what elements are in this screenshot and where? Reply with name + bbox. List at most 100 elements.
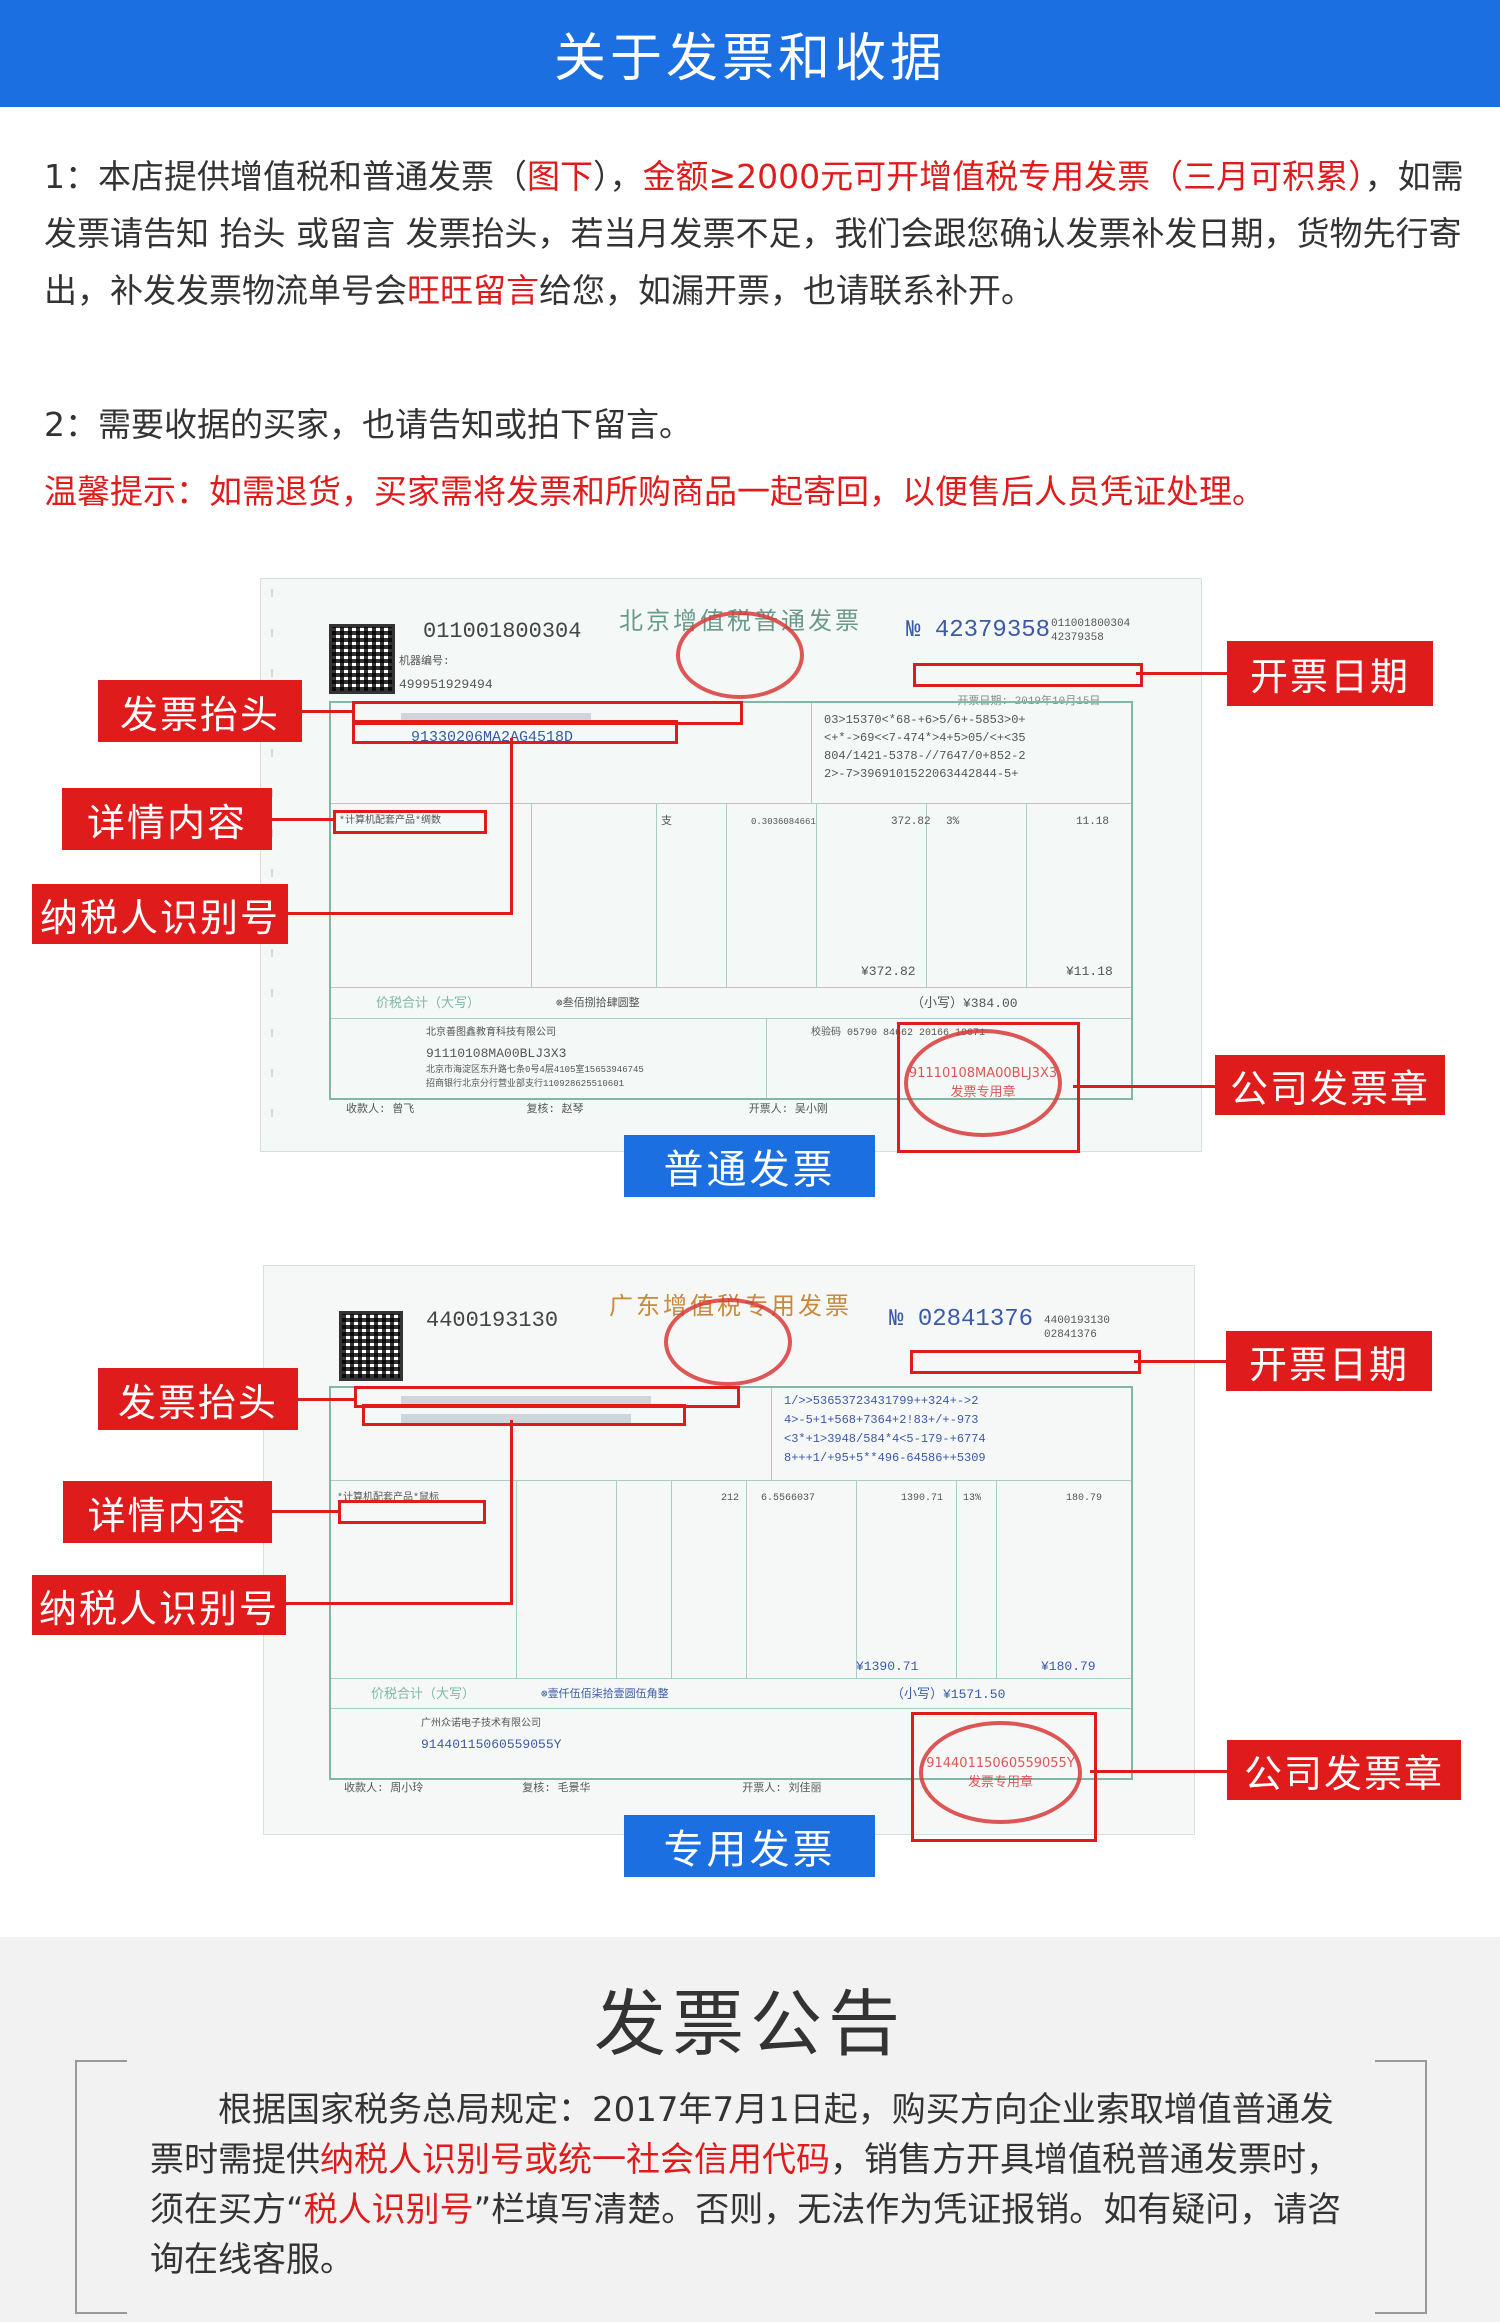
number-value: 02841376 xyxy=(917,1306,1034,1333)
number-small: 42379358 xyxy=(1051,632,1104,644)
seller-bank: 招商银行北京分行营业部支行110928625510601 xyxy=(426,1079,625,1089)
callout-details: 详情内容 xyxy=(63,1481,272,1543)
connector-line xyxy=(302,710,354,713)
intro-paragraph-1: 1：本店提供增值税和普通发票（图下），金额≥2000元可开增值税专用发票（三月可… xyxy=(44,148,1464,319)
notice-text: 根据国家税务总局规定：2017年7月1日起，购买方向企业索取增值普通发票时需提供… xyxy=(150,2085,1350,2285)
seller-tax-id: 91440115060559055Y xyxy=(421,1737,562,1752)
drawer: 吴小刚 xyxy=(794,1104,828,1116)
notice-section xyxy=(0,1937,1500,2322)
company-invoice-stamp: 91440115060559055Y 发票专用章 xyxy=(919,1721,1082,1824)
connector-line xyxy=(1134,1360,1226,1363)
item-name: *计算机配套产品*绸数 xyxy=(339,816,442,827)
stamp-id: 91110108MA00BLJ3X3 xyxy=(908,1066,1058,1081)
total-tax: ¥180.79 xyxy=(1041,1659,1096,1674)
highlight-details xyxy=(338,1500,486,1524)
drawer-label: 开票人: xyxy=(742,1783,782,1795)
reviewer-label: 复核: xyxy=(526,1104,556,1116)
qr-code xyxy=(329,624,395,694)
invoice-code: 011001800304 xyxy=(423,619,582,644)
highlight-stamp xyxy=(897,1022,1080,1153)
callout-taxpayer-id: 纳税人识别号 xyxy=(32,884,288,944)
signatures: 收款人: 曾飞 复核: 赵琴 开票人: 吴小刚 xyxy=(346,1099,828,1121)
drawer: 刘佳丽 xyxy=(788,1783,822,1795)
intro-highlight: 金额≥2000元可开增值税专用发票（三月可积累） xyxy=(642,157,1365,196)
total-small: （小写）¥1571.50 xyxy=(891,1687,1006,1702)
connector-line xyxy=(288,912,513,915)
item-tax: 180.79 xyxy=(1066,1493,1103,1504)
total-amount: ¥1390.71 xyxy=(856,1659,919,1674)
invoice-table: 1/>>53653723431799++324+->2 4>-5+1+568+7… xyxy=(329,1386,1133,1780)
perforation xyxy=(271,589,273,1129)
callout-date: 开票日期 xyxy=(1226,1331,1432,1391)
header-banner: 关于发票和收据 xyxy=(0,0,1500,107)
intro-text: ）， xyxy=(593,157,643,196)
invoice-code-small: 011001800304 42379358 xyxy=(1051,617,1130,645)
code-small: 4400193130 xyxy=(1044,1315,1111,1327)
number-prefix: № xyxy=(889,1306,904,1333)
intro-text: ，如需发票请告知 抬头 或留言 发票抬头，若当月发票不足，我们会跟您确认发票补发… xyxy=(44,157,1464,310)
tax-bureau-seal xyxy=(676,611,804,699)
left-bracket xyxy=(75,2060,127,2314)
total-words: ⊗壹仟伍佰柒拾壹圆伍角整 xyxy=(541,1689,669,1701)
highlight-tax-id xyxy=(362,1404,686,1426)
reviewer: 毛景华 xyxy=(557,1783,591,1795)
total-words-label: 价税合计（大写） xyxy=(371,1687,476,1702)
connector-line xyxy=(286,1602,513,1605)
notice-text-part: ，销售方开具增值税普通发票时，须在买方“ xyxy=(150,2140,1340,2230)
intro-text: 1：本店提供增值税和普通发票（ xyxy=(44,157,527,196)
callout-header: 发票抬头 xyxy=(98,1368,298,1430)
notice-highlight: 税人识别号 xyxy=(303,2190,474,2230)
intro-paragraph-2: 2：需要收据的买家，也请告知或拍下留言。 xyxy=(44,405,692,444)
seller-name: 广州众诺电子技术有限公司 xyxy=(421,1719,541,1730)
caption-special-invoice: 专用发票 xyxy=(624,1815,875,1877)
invoice-normal: 011001800304 北京增值税普通发票 № 42379358 011001… xyxy=(260,578,1202,1152)
invoice-special: 4400193130 广东增值税专用发票 № 02841376 44001931… xyxy=(263,1265,1195,1835)
connector-line xyxy=(298,1398,356,1401)
notice-highlight: 纳税人识别号或统一社会信用代码 xyxy=(320,2140,830,2180)
item-rate: 3% xyxy=(946,816,960,828)
stamp-text: 发票专用章 xyxy=(967,1774,1033,1790)
seller-addr: 北京市海淀区东升路七条0号4层4105室15653946745 xyxy=(426,1065,644,1075)
number-value: 42379358 xyxy=(934,617,1051,644)
stamp-id: 91440115060559055Y xyxy=(926,1755,1075,1771)
reviewer: 赵琴 xyxy=(561,1104,584,1116)
invoice-code-small: 4400193130 02841376 xyxy=(1044,1314,1110,1342)
item-price: 0.3036084661 xyxy=(751,817,816,827)
total-words: ⊗叁佰捌拾肆圆整 xyxy=(556,998,640,1010)
item-unit: 支 xyxy=(661,816,672,828)
qr-code xyxy=(339,1311,403,1381)
stamp-text: 发票专用章 xyxy=(950,1085,1016,1100)
signatures: 收款人: 周小玲 复核: 毛景华 开票人: 刘佳丽 xyxy=(344,1778,822,1800)
intro-tip: 温馨提示：如需退货，买家需将发票和所购商品一起寄回，以便售后人员凭证处理。 xyxy=(44,472,1265,511)
highlight-buyer-name xyxy=(352,701,743,725)
item-rate: 13% xyxy=(963,1493,982,1504)
payee: 周小玲 xyxy=(390,1783,424,1795)
right-bracket xyxy=(1375,2060,1427,2314)
drawer-label: 开票人: xyxy=(748,1104,789,1116)
notice-title: 发票公告 xyxy=(593,1982,906,2066)
page-title: 关于发票和收据 xyxy=(553,29,946,89)
caption-normal-invoice: 普通发票 xyxy=(624,1135,875,1197)
item-amount: 372.82 xyxy=(891,816,931,828)
invoice-number: № 02841376 xyxy=(889,1306,1033,1333)
machine-no-label: 机器编号: xyxy=(399,656,450,668)
total-words-label: 价税合计（大写） xyxy=(376,996,481,1011)
cipher-area: 03>15370<*68-+6>5/6+-5853>0+ <+*->69<<7-… xyxy=(824,713,1026,781)
payee-label: 收款人: xyxy=(346,1104,386,1116)
connector-line xyxy=(272,818,334,821)
connector-line xyxy=(1136,672,1227,675)
highlight-details xyxy=(333,810,487,834)
callout-stamp: 公司发票章 xyxy=(1227,1740,1461,1800)
callout-details: 详情内容 xyxy=(62,788,272,850)
reviewer-label: 复核: xyxy=(522,1783,551,1795)
notice-text-part: ”栏填写清楚。否则，无法作为凭证报销。如有疑问，请咨询在线客服。 xyxy=(150,2190,1342,2280)
intro-highlight: 旺旺留言 xyxy=(407,271,539,310)
payee: 曾飞 xyxy=(392,1104,415,1116)
intro-text: 给您，如漏开票，也请联系补开。 xyxy=(539,271,1034,310)
total-small: （小写）¥384.00 xyxy=(911,996,1018,1011)
number-small: 02841376 xyxy=(1044,1329,1097,1341)
item-name: *计算机配套产品*鼠标 xyxy=(337,1493,440,1504)
intro-highlight: 图下 xyxy=(527,157,593,196)
tax-bureau-seal xyxy=(664,1298,792,1386)
highlight-tax-id xyxy=(352,720,678,744)
